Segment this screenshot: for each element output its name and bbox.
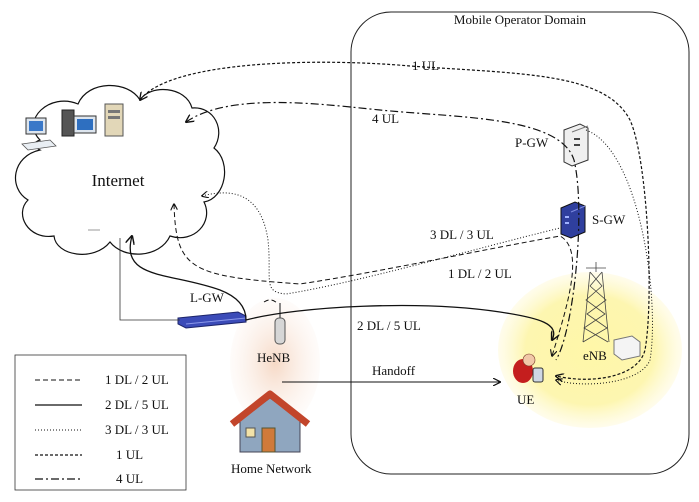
lgw-internet-link [119, 238, 180, 321]
legend-label: 1 DL / 2 UL [105, 372, 169, 387]
lgw-label: L-GW [190, 290, 225, 305]
sgw-server-icon [560, 201, 586, 239]
label-handoff: Handoff [372, 363, 416, 378]
ue-label: UE [517, 392, 534, 407]
sgw-label: S-GW [592, 212, 626, 227]
legend-row: 3 DL / 3 UL [35, 422, 169, 437]
path-4ul [186, 101, 580, 361]
home-house-icon [229, 390, 311, 453]
legend-label: 3 DL / 3 UL [105, 422, 169, 437]
lgw-device-icon [177, 311, 247, 329]
enb-box-icon [613, 335, 641, 361]
path-2dl-5ul [130, 236, 554, 340]
enb-label: eNB [583, 348, 607, 363]
legend-label: 2 DL / 5 UL [105, 397, 169, 412]
label-4ul: 4 UL [372, 111, 399, 126]
label-3dl-3ul: 3 DL / 3 UL [430, 227, 494, 242]
label-2dl-5ul: 2 DL / 5 UL [357, 318, 421, 333]
legend-row: 2 DL / 5 UL [35, 397, 169, 412]
legend-label: 4 UL [116, 471, 143, 486]
label-1ul: 1 UL [412, 58, 439, 73]
cloud-label: Internet [92, 171, 145, 190]
enb-tower-icon [582, 262, 610, 343]
legend-row: 1 DL / 2 UL [35, 372, 169, 387]
legend-row: 1 UL [35, 447, 143, 462]
operator-domain-title: Mobile Operator Domain [454, 12, 587, 27]
path-3dl-3ul-ue [556, 129, 653, 384]
label-1dl-2ul: 1 DL / 2 UL [448, 266, 512, 281]
legend-row: 4 UL [35, 471, 143, 486]
client-computers-icon [21, 103, 124, 151]
legend-label: 1 UL [116, 447, 143, 462]
pgw-server-icon [563, 123, 589, 167]
legend-box [14, 354, 187, 491]
pgw-label: P-GW [515, 135, 549, 150]
path-1ul [140, 61, 650, 379]
henb-label: HeNB [257, 350, 291, 365]
home-network-label: Home Network [231, 461, 312, 476]
